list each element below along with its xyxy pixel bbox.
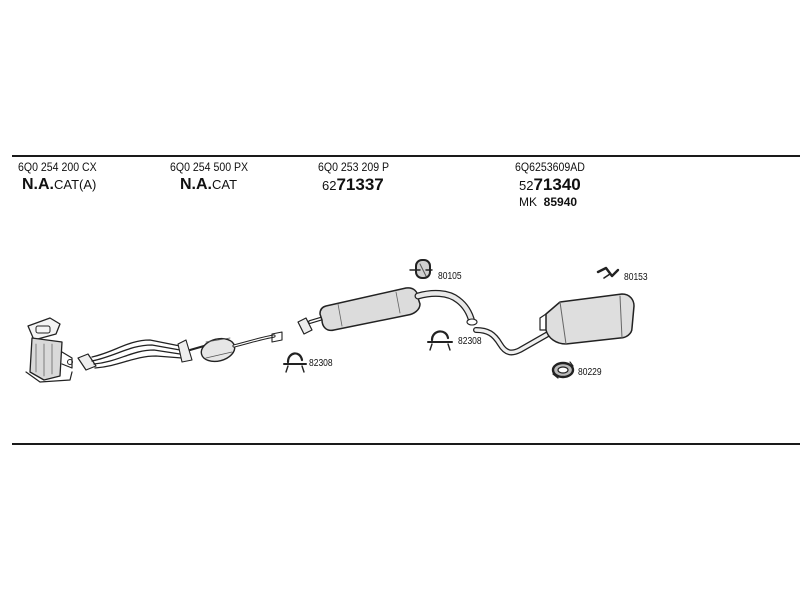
top-divider <box>12 155 800 157</box>
bottom-divider <box>12 443 800 445</box>
part-code-2-main: CAT <box>212 177 238 192</box>
part-number-2: 6Q0 254 500 PX <box>170 160 249 174</box>
part-code-4-prefix: 52 <box>519 178 534 193</box>
manifold-catalyst-drawing <box>25 317 73 383</box>
part-alt-code-4-main: 85940 <box>543 195 578 209</box>
label-ring-rear: 80229 <box>578 367 602 378</box>
clamp-front-drawing <box>283 352 307 373</box>
hanger-top-drawing <box>409 259 433 279</box>
part-code-3-main: 71337 <box>336 175 384 194</box>
part-code-4-main: 71340 <box>533 175 581 194</box>
bracket-rear-drawing <box>596 266 620 279</box>
clamp-mid-drawing <box>427 330 453 351</box>
label-hanger-top: 80105 <box>438 271 462 282</box>
ring-rear-drawing <box>551 361 575 379</box>
part-code-2: N.A.CAT <box>180 176 237 194</box>
part-alt-code-4-prefix: MK <box>519 195 537 209</box>
part-number-4: 6Q6253609AD <box>515 160 585 174</box>
label-clamp-mid: 82308 <box>458 336 482 347</box>
part-code-1: N.A.CAT(A) <box>22 176 96 194</box>
front-pipe-catalyst-drawing <box>77 331 283 371</box>
label-bracket-rear: 80153 <box>624 272 648 283</box>
part-number-1: 6Q0 254 200 CX <box>18 160 97 174</box>
rear-muffler-drawing <box>473 293 635 356</box>
part-code-3-prefix: 62 <box>322 178 337 193</box>
part-code-2-prefix: N.A. <box>180 176 212 193</box>
part-alt-code-4: MK 85940 <box>519 195 577 209</box>
label-clamp-front: 82308 <box>309 358 333 369</box>
part-code-3: 6271337 <box>322 175 384 195</box>
part-code-1-main: CAT(A) <box>54 177 97 192</box>
part-code-4: 5271340 <box>519 175 581 195</box>
part-code-1-prefix: N.A. <box>22 176 54 193</box>
part-number-3: 6Q0 253 209 P <box>318 160 390 174</box>
middle-muffler-drawing <box>297 287 478 335</box>
